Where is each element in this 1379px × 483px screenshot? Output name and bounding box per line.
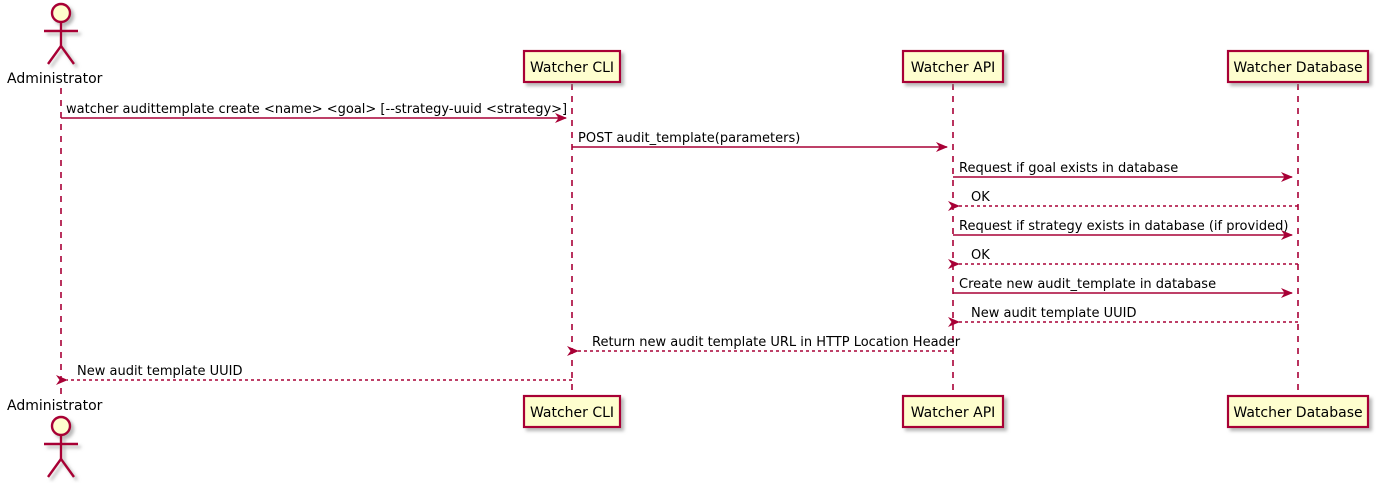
participant-box-watcher-api-top[interactable]: Watcher API [901, 49, 1005, 84]
lifelines [60, 84, 1299, 396]
actor-leg-left-line [47, 45, 62, 65]
participant-box-rect [522, 49, 622, 84]
participant-label-watcher-api-bottom: Watcher API [911, 405, 996, 421]
participant-box-rect [522, 394, 622, 429]
actor-leg-left-line-bottom [47, 458, 62, 478]
participant-box-rect [901, 394, 1005, 429]
participant-label-watcher-database-bottom: Watcher Database [1233, 405, 1362, 421]
message-3[interactable]: Request if goal exists in database [953, 161, 1293, 182]
participant-label-watcher-cli-bottom: Watcher CLI [530, 405, 614, 421]
actor-administrator-bottom[interactable]: Administrator [7, 398, 103, 478]
actor-label-administrator-top: Administrator [7, 71, 103, 87]
message-1[interactable]: watcher audittemplate create <name> <goa… [61, 102, 567, 123]
actor-head-icon [50, 2, 72, 24]
message-label: New audit template UUID [971, 306, 1136, 321]
participant-box-watcher-database-bottom[interactable]: Watcher Database [1226, 394, 1370, 429]
participant-box-watcher-api-bottom[interactable]: Watcher API [901, 394, 1005, 429]
message-label: watcher audittemplate create <name> <goa… [66, 102, 567, 117]
message-9[interactable]: Return new audit template URL in HTTP Lo… [567, 335, 961, 356]
participant-box-rect [1226, 394, 1370, 429]
message-10[interactable]: New audit template UUID [56, 364, 572, 385]
message-2[interactable]: POST audit_template(parameters) [572, 131, 948, 152]
actor-leg-right-line [60, 45, 75, 65]
actor-leg-right-line-bottom [60, 458, 75, 478]
participant-box-watcher-cli-top[interactable]: Watcher CLI [522, 49, 622, 84]
message-label: Return new audit template URL in HTTP Lo… [592, 335, 961, 350]
message-label: OK [971, 248, 990, 263]
actor-label-administrator-bottom: Administrator [7, 398, 103, 414]
message-label: Request if goal exists in database [959, 161, 1178, 176]
actor-administrator-top[interactable]: Administrator [7, 2, 103, 87]
message-8[interactable]: New audit template UUID [948, 306, 1298, 327]
participant-label-watcher-api-top: Watcher API [911, 60, 996, 76]
message-label: Request if strategy exists in database (… [959, 219, 1288, 234]
message-label: POST audit_template(parameters) [578, 131, 800, 146]
participant-label-watcher-database-top: Watcher Database [1233, 60, 1362, 76]
message-7[interactable]: Create new audit_template in database [953, 277, 1293, 298]
participant-box-watcher-database-top[interactable]: Watcher Database [1226, 49, 1370, 84]
participant-label-watcher-cli-top: Watcher CLI [530, 60, 614, 76]
actor-head-icon-bottom [50, 415, 72, 437]
message-6[interactable]: OK [948, 248, 1298, 269]
participant-box-rect [901, 49, 1005, 84]
message-4[interactable]: OK [948, 190, 1298, 211]
message-label: New audit template UUID [77, 364, 242, 379]
message-label: Create new audit_template in database [959, 277, 1216, 292]
participant-box-rect [1226, 49, 1370, 84]
message-label: OK [971, 190, 990, 205]
message-5[interactable]: Request if strategy exists in database (… [953, 219, 1293, 240]
participant-box-watcher-cli-bottom[interactable]: Watcher CLI [522, 394, 622, 429]
